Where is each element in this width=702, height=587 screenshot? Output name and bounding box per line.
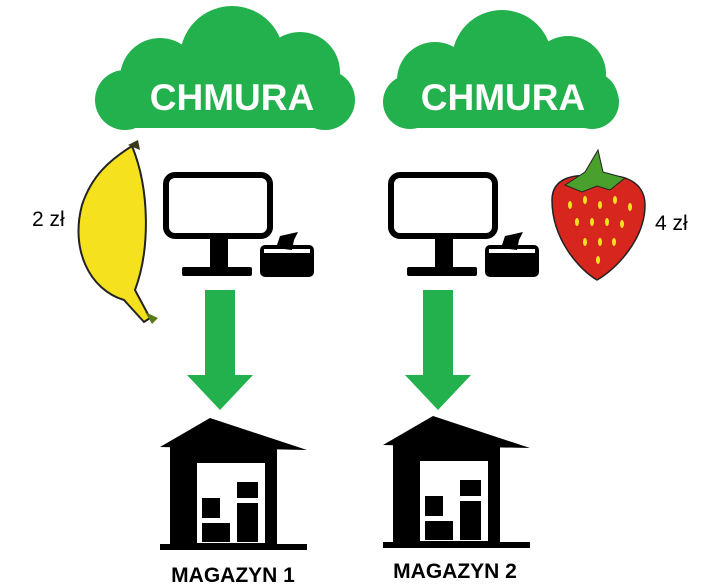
- strawberry-price: 4 zł: [655, 212, 688, 235]
- warehouse-icon: [383, 416, 530, 548]
- cloud-label: CHMURA: [150, 77, 314, 118]
- warehouse-icon: [160, 418, 307, 550]
- arrow-down-icon: [187, 290, 253, 410]
- banana-price: 2 zł: [32, 208, 65, 231]
- banana-icon: [77, 140, 158, 324]
- pos-terminal-icon: [391, 175, 539, 277]
- cloud-1: CHMURA: [95, 6, 355, 130]
- arrow-down-icon: [405, 290, 471, 410]
- strawberry-icon: [551, 148, 646, 281]
- cloud-2: CHMURA: [383, 10, 619, 129]
- cloud-icon: [95, 6, 355, 130]
- warehouse-label: MAGAZYN 2: [393, 560, 517, 583]
- warehouse-label: MAGAZYN 1: [171, 564, 295, 587]
- cloud-label: CHMURA: [421, 77, 585, 118]
- pos-terminal-icon: [166, 175, 314, 277]
- cloud-icon: [383, 10, 619, 129]
